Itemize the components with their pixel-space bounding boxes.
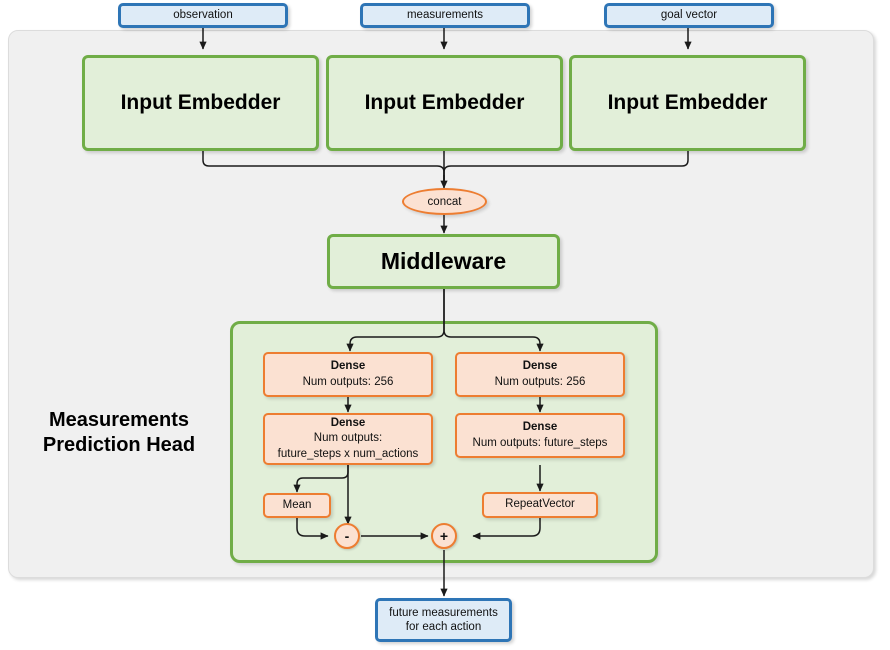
- head-title: Measurements Prediction Head: [18, 408, 220, 458]
- middleware-block[interactable]: Middleware: [327, 234, 560, 289]
- right-dense-2-title: Dense: [522, 420, 558, 433]
- concat-label: concat: [427, 195, 462, 208]
- input-box-measurements[interactable]: measurements: [360, 3, 530, 28]
- right-dense-1-detail: Num outputs: 256: [494, 375, 586, 388]
- right-dense-1[interactable]: Dense Num outputs: 256: [455, 352, 625, 397]
- head-title-line1: Measurements: [48, 409, 190, 431]
- subtract-op[interactable]: -: [334, 523, 360, 549]
- wire-embedder3-to-concat: [443, 151, 689, 184]
- left-dense-1-title: Dense: [330, 359, 366, 372]
- input-label-measurements: measurements: [406, 9, 484, 22]
- input-embedder-2[interactable]: Input Embedder: [326, 55, 563, 151]
- add-op[interactable]: +: [431, 523, 457, 549]
- right-dense-1-title: Dense: [522, 359, 558, 372]
- mean-op-label: Mean: [282, 498, 312, 511]
- concat-node[interactable]: concat: [402, 188, 487, 215]
- input-label-goal-vector: goal vector: [660, 9, 718, 22]
- output-label-line2: for each action: [405, 621, 482, 633]
- left-dense-2-detail-line2: future_steps x num_actions: [277, 447, 419, 460]
- repeat-vector-op-label: RepeatVector: [505, 498, 575, 511]
- input-box-observation[interactable]: observation: [118, 3, 288, 28]
- right-dense-2[interactable]: Dense Num outputs: future_steps: [455, 413, 625, 458]
- subtract-op-label: -: [344, 528, 350, 544]
- left-dense-2-title: Dense: [330, 416, 366, 429]
- middleware-label: Middleware: [380, 248, 507, 274]
- left-dense-1[interactable]: Dense Num outputs: 256: [263, 352, 433, 397]
- output-box-future-measurements[interactable]: future measurements for each action: [375, 598, 512, 642]
- input-embedder-3-label: Input Embedder: [607, 91, 768, 114]
- input-embedder-1[interactable]: Input Embedder: [82, 55, 319, 151]
- left-dense-2[interactable]: Dense Num outputs: future_steps x num_ac…: [263, 413, 433, 465]
- input-box-goal-vector[interactable]: goal vector: [604, 3, 774, 28]
- right-dense-2-detail: Num outputs: future_steps: [472, 436, 608, 449]
- left-dense-2-detail-line1: Num outputs:: [313, 432, 383, 445]
- left-dense-1-detail: Num outputs: 256: [302, 375, 394, 388]
- repeat-vector-op[interactable]: RepeatVector: [482, 492, 598, 518]
- wire-left-dense2-to-mean: [293, 465, 349, 493]
- wire-mean-to-minus: [296, 518, 329, 540]
- mean-op[interactable]: Mean: [263, 493, 331, 518]
- wire-repeatvector-to-plus: [472, 518, 541, 540]
- input-label-observation: observation: [173, 9, 233, 22]
- input-embedder-2-label: Input Embedder: [364, 91, 525, 114]
- wire-middleware-to-left-dense1: [346, 289, 445, 352]
- input-embedder-3[interactable]: Input Embedder: [569, 55, 806, 151]
- wire-middleware-to-right-dense1: [443, 289, 544, 352]
- head-title-line2: Prediction Head: [42, 434, 196, 456]
- wire-embedder1-to-concat: [202, 151, 445, 184]
- input-embedder-1-label: Input Embedder: [120, 91, 281, 114]
- output-label-line1: future measurements: [389, 606, 498, 619]
- add-op-label: +: [439, 528, 449, 544]
